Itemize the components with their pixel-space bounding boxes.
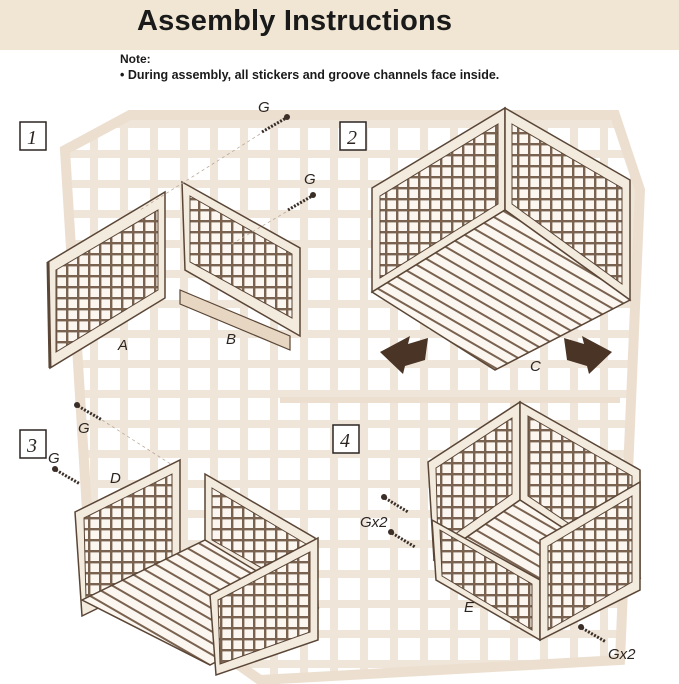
part-label-c: C: [530, 358, 541, 375]
step-3-box: [19, 429, 47, 459]
part-label-a: A: [117, 337, 128, 354]
screw-icon: [52, 466, 81, 486]
panel-b: [179, 180, 301, 351]
screw-icon: [388, 529, 416, 549]
step-2-box: [339, 121, 367, 151]
screw-label-gx2-2: Gx2: [608, 646, 636, 663]
part-label-d: D: [110, 470, 121, 487]
part-label-e: E: [464, 599, 475, 616]
step-2-number: 2: [347, 127, 357, 149]
step-4-box: [332, 424, 360, 454]
screw-label-g-1: G: [258, 99, 270, 116]
screw-icon: [74, 402, 103, 422]
title-banner: Assembly Instructions: [0, 0, 679, 50]
arrow-right-icon: [380, 336, 428, 374]
screw-label-gx2-1: Gx2: [360, 514, 388, 531]
screw-icon: [381, 494, 409, 514]
screw-label-g-2: G: [304, 171, 316, 188]
part-label-b: B: [226, 331, 236, 348]
step-3-number: 3: [26, 435, 37, 457]
step-1-box: [19, 121, 47, 151]
screw-icon: [261, 114, 290, 134]
screw-icon: [287, 192, 316, 212]
basket-three-walls: [74, 458, 320, 677]
step-2: 2 C: [339, 106, 632, 375]
screw-icon: [578, 624, 607, 644]
basket-complete: [427, 400, 642, 642]
screw-label-g-4: G: [48, 450, 60, 467]
step-3: 3 G G D: [19, 402, 320, 677]
basket-corner-assembly: [370, 106, 632, 371]
step-4: 4 Gx2 Gx2: [332, 400, 642, 663]
note-item: • During assembly, all stickers and groo…: [120, 68, 500, 82]
arrow-left-icon: [564, 336, 612, 374]
step-1-number: 1: [27, 127, 37, 149]
screw-label-g-3: G: [78, 420, 90, 437]
note-label: Note:: [120, 52, 151, 66]
step-1: 1 A B G G: [19, 99, 316, 370]
panel-a: [46, 190, 166, 370]
page-title: Assembly Instructions: [137, 5, 453, 37]
step-4-number: 4: [340, 430, 350, 452]
